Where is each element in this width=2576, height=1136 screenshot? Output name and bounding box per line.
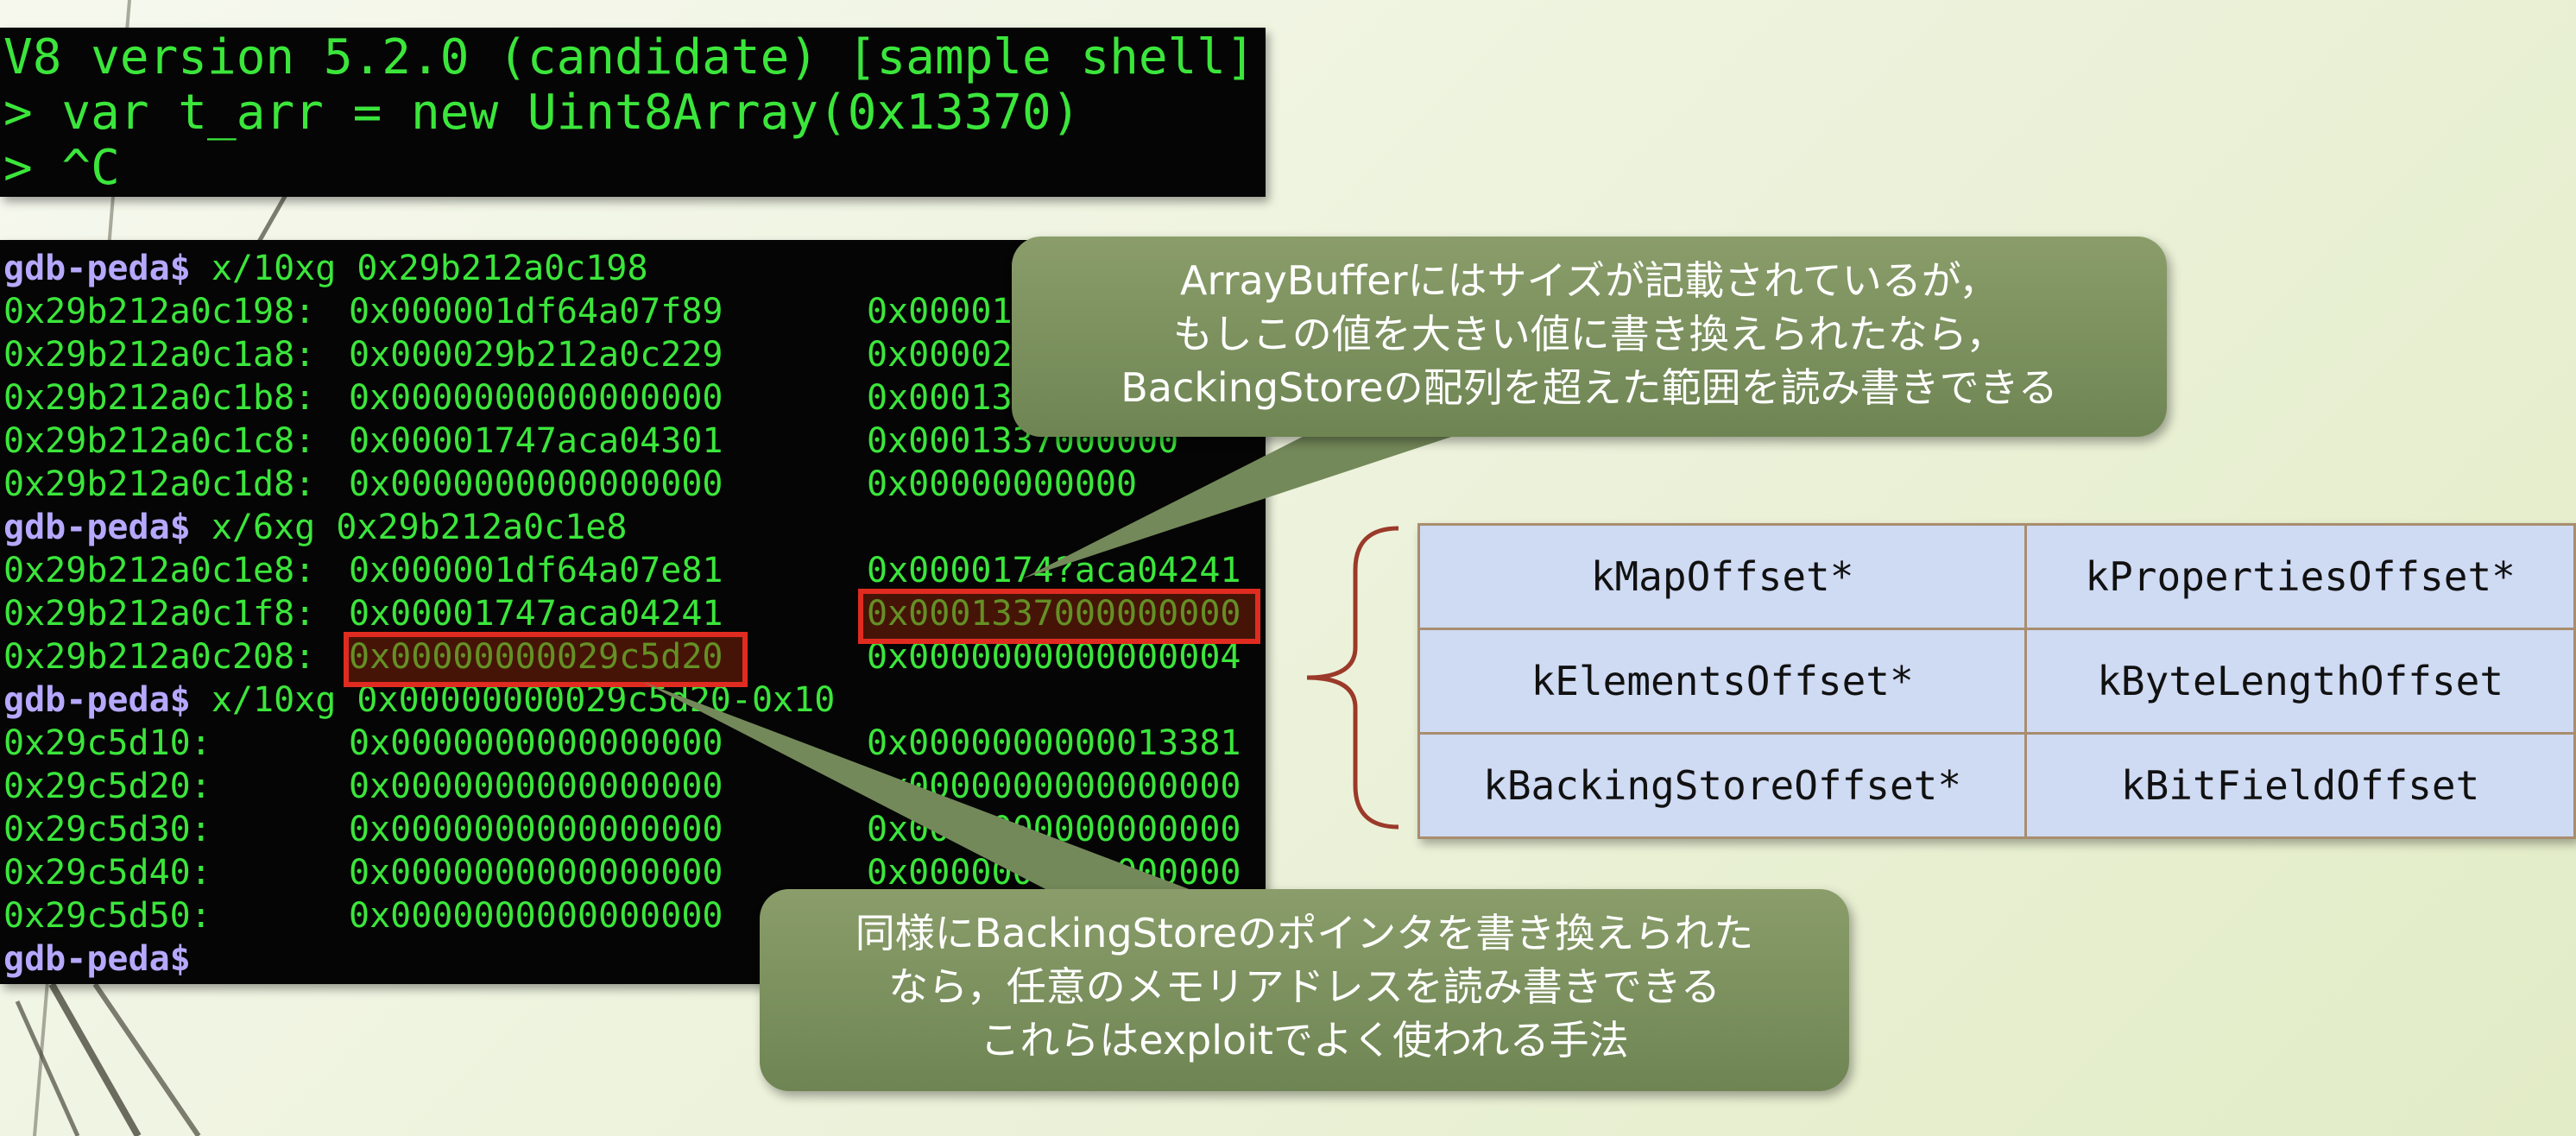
memory-value: 0x00013	[867, 378, 1013, 418]
memory-address: 0x29b212a0c1c8:	[3, 421, 316, 461]
callout-line: なら，任意のメモリアドレスを読み書きできる	[888, 963, 1720, 1010]
v8-shell-terminal: V8 version 5.2.0 (candidate) [sample she…	[0, 28, 1266, 197]
gdb-prompt: gdb-peda$	[3, 939, 191, 979]
memory-value: 0x0000000000000000	[349, 723, 723, 763]
callout-line: もしこの値を大きい値に書き換えられたなら，	[1172, 311, 2006, 357]
table-row: kBackingStoreOffset* kBitFieldOffset	[1417, 732, 2576, 839]
table-cell: kMapOffset*	[1417, 523, 2028, 630]
memory-value: 0x00002	[867, 335, 1013, 375]
memory-value: 0x0000000000000000	[349, 896, 723, 936]
memory-value: 0x00000000000	[867, 464, 1138, 504]
table-cell: kPropertiesOffset*	[2024, 523, 2576, 630]
table-row: kMapOffset* kPropertiesOffset*	[1417, 523, 2576, 630]
callout-line: これらはexploitでよく使われる手法	[980, 1017, 1629, 1063]
terminal-line: > var t_arr = new Uint8Array(0x13370)	[3, 85, 1081, 141]
memory-value: 0x0001337000000000	[867, 594, 1241, 634]
array-buffer-size-callout: ArrayBufferにはサイズが記載されているが， もしこの値を大きい値に書き…	[1012, 237, 2167, 437]
memory-value: 0x0000000000000000	[349, 464, 723, 504]
memory-value: 0x0000000000000000	[349, 853, 723, 893]
memory-address: 0x29c5d20:	[3, 767, 212, 806]
gdb-command-text: x/10xg 0x29b212a0c198	[190, 249, 648, 288]
memory-value: 0x0000000000000000	[867, 767, 1241, 806]
array-buffer-offset-table: kMapOffset* kPropertiesOffset* kElements…	[1417, 523, 2576, 839]
gdb-prompt: gdb-peda$	[3, 508, 191, 547]
gdb-prompt: gdb-peda$	[3, 680, 191, 720]
memory-address: 0x29b212a0c1a8:	[3, 335, 316, 375]
memory-address: 0x29b212a0c1d8:	[3, 464, 316, 504]
table-cell: kElementsOffset*	[1417, 628, 2028, 735]
gdb-command-row: gdb-peda$ x/10xg 0x29b212a0c198	[3, 247, 648, 290]
memory-value: 0x0000174?aca04241	[867, 551, 1241, 590]
backing-store-pointer-callout: 同様にBackingStoreのポインタを書き換えられた なら，任意のメモリアド…	[760, 889, 1849, 1091]
terminal-line: > ^C	[3, 140, 120, 196]
callout-line: ArrayBufferにはサイズが記載されているが，	[1180, 257, 1998, 304]
memory-address: 0x29b212a0c1f8:	[3, 594, 316, 634]
memory-value: 0x000001df64a07e81	[349, 551, 723, 590]
memory-value: 0x00001	[867, 292, 1013, 331]
memory-address: 0x29b212a0c208:	[3, 637, 316, 677]
memory-address: 0x29c5d50:	[3, 896, 212, 936]
terminal-line: V8 version 5.2.0 (candidate) [sample she…	[3, 29, 1255, 85]
memory-address: 0x29c5d40:	[3, 853, 212, 893]
gdb-command-row: gdb-peda$ x/6xg 0x29b212a0c1e8	[3, 506, 627, 549]
memory-value: 0x00000000029c5d20	[349, 637, 723, 677]
memory-value: 0x0000000000000000	[349, 378, 723, 418]
table-cell: kByteLengthOffset	[2024, 628, 2576, 735]
table-cell: kBackingStoreOffset*	[1417, 732, 2028, 839]
memory-value: 0x00001747aca04301	[349, 421, 723, 461]
memory-address: 0x29c5d10:	[3, 723, 212, 763]
memory-value: 0x000029b212a0c229	[349, 335, 723, 375]
memory-address: 0x29b212a0c1e8:	[3, 551, 316, 590]
memory-value: 0x0000000000000000	[867, 810, 1241, 849]
watermark	[2146, 1036, 2543, 1096]
memory-value: 0x000001df64a07f89	[349, 292, 723, 331]
byte-length-highlight	[858, 589, 1260, 644]
memory-address: 0x29b212a0c1b8:	[3, 378, 316, 418]
memory-address: 0x29c5d30:	[3, 810, 212, 849]
table-row: kElementsOffset* kByteLengthOffset	[1417, 628, 2576, 735]
curly-brace-icon	[1306, 526, 1399, 830]
gdb-prompt: gdb-peda$	[3, 249, 191, 288]
memory-value: 0x0000000000013381	[867, 723, 1241, 763]
memory-value: 0x0000000000000000	[349, 767, 723, 806]
memory-value: 0x00001747aca04241	[349, 594, 723, 634]
gdb-command-text: x/6xg 0x29b212a0c1e8	[190, 508, 628, 547]
memory-value: 0x0000000000000000	[867, 853, 1241, 893]
callout-line: BackingStoreの配列を超えた範囲を読み書きできる	[1121, 364, 2058, 411]
memory-address: 0x29b212a0c198:	[3, 292, 316, 331]
gdb-command-row: gdb-peda$	[3, 937, 191, 981]
table-cell: kBitFieldOffset	[2024, 732, 2576, 839]
memory-value: 0x0000000000000000	[349, 810, 723, 849]
callout-line: 同様にBackingStoreのポインタを書き換えられた	[855, 910, 1754, 956]
backing-store-pointer-highlight	[344, 632, 748, 687]
